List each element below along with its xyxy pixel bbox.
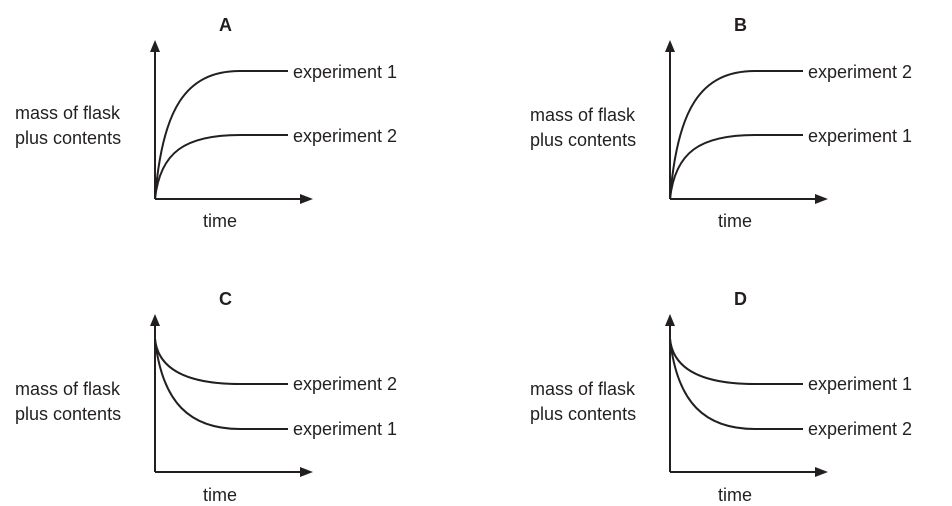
y-axis-arrowhead bbox=[150, 314, 160, 326]
panel-letter: B bbox=[734, 15, 747, 35]
upper-curve bbox=[669, 70, 803, 200]
x-axis-label: time bbox=[203, 211, 238, 231]
y-axis-label-line2: plus contents bbox=[530, 404, 637, 424]
x-axis-label: time bbox=[718, 485, 753, 505]
graph-panel-c: C mass of flask plus contents time exper… bbox=[0, 253, 476, 506]
y-axis-label-line1: mass of flask bbox=[15, 103, 121, 123]
x-axis-label: time bbox=[203, 485, 238, 505]
upper-curve bbox=[154, 70, 288, 200]
graph-svg bbox=[665, 314, 828, 477]
x-axis-arrowhead bbox=[815, 194, 828, 204]
graph-panel-b: B mass of flask plus contents time exper… bbox=[515, 0, 952, 253]
lower-curve bbox=[669, 134, 803, 200]
lower-curve bbox=[154, 338, 288, 430]
x-axis-label: time bbox=[718, 211, 753, 231]
panel-letter: A bbox=[219, 15, 232, 35]
x-axis-arrowhead bbox=[300, 467, 313, 477]
y-axis-label-line2: plus contents bbox=[15, 404, 122, 424]
graph-svg bbox=[665, 40, 828, 204]
lower-curve-label: experiment 2 bbox=[293, 126, 398, 146]
y-axis-arrowhead bbox=[665, 40, 675, 52]
y-axis-label-line1: mass of flask bbox=[530, 105, 636, 125]
y-axis-label-line1: mass of flask bbox=[15, 379, 121, 399]
panel-letter: D bbox=[734, 289, 747, 309]
lower-curve-label: experiment 1 bbox=[808, 126, 913, 146]
upper-curve bbox=[154, 338, 288, 385]
graph-panel-d: D mass of flask plus contents time exper… bbox=[515, 253, 952, 506]
upper-curve-label: experiment 1 bbox=[808, 374, 913, 394]
y-axis-label-line2: plus contents bbox=[15, 128, 122, 148]
x-axis-arrowhead bbox=[815, 467, 828, 477]
upper-curve-label: experiment 2 bbox=[293, 374, 398, 394]
graph-svg bbox=[150, 40, 313, 204]
lower-curve bbox=[154, 134, 288, 200]
y-axis-arrowhead bbox=[665, 314, 675, 326]
upper-curve bbox=[669, 338, 803, 385]
y-axis-label-line2: plus contents bbox=[530, 130, 637, 150]
upper-curve-label: experiment 2 bbox=[808, 62, 913, 82]
y-axis-label-line1: mass of flask bbox=[530, 379, 636, 399]
graph-panel-a: A mass of flask plus contents time exper… bbox=[0, 0, 476, 253]
lower-curve bbox=[669, 338, 803, 430]
y-axis-arrowhead bbox=[150, 40, 160, 52]
lower-curve-label: experiment 2 bbox=[808, 419, 913, 439]
x-axis-arrowhead bbox=[300, 194, 313, 204]
lower-curve-label: experiment 1 bbox=[293, 419, 398, 439]
graph-svg bbox=[150, 314, 313, 477]
panel-letter: C bbox=[219, 289, 232, 309]
upper-curve-label: experiment 1 bbox=[293, 62, 398, 82]
